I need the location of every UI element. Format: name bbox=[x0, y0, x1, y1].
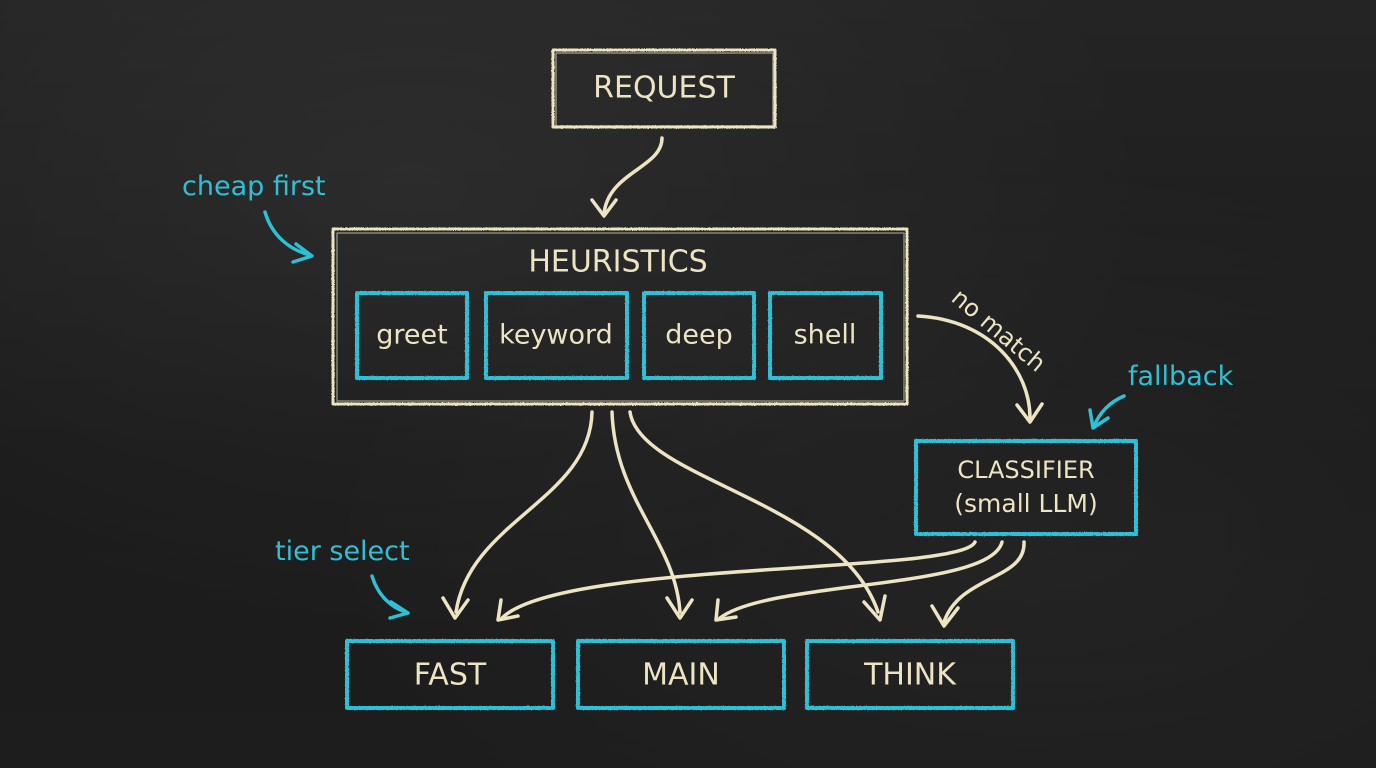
arrow-request-to-heuristics bbox=[590, 136, 664, 218]
request-node: REQUEST bbox=[551, 48, 777, 129]
tier-fast: FAST bbox=[345, 639, 555, 710]
rule-keyword-label: keyword bbox=[499, 320, 613, 351]
tier-think-label: THINK bbox=[863, 658, 957, 693]
tier-select-label: tier select bbox=[275, 536, 410, 567]
annotation-fallback: fallback bbox=[1088, 361, 1234, 430]
rule-greet: greet bbox=[355, 291, 469, 380]
cheap-first-label: cheap first bbox=[182, 171, 326, 202]
rule-greet-label: greet bbox=[376, 320, 447, 351]
rule-shell: shell bbox=[768, 291, 883, 380]
arrows-heuristics-to-tiers bbox=[441, 410, 887, 622]
rule-keyword: keyword bbox=[484, 291, 629, 380]
annotation-tier-select: tier select bbox=[275, 536, 410, 620]
request-label: REQUEST bbox=[593, 71, 735, 106]
tier-main-label: MAIN bbox=[642, 658, 720, 693]
tier-main: MAIN bbox=[576, 639, 786, 710]
heuristics-label: HEURISTICS bbox=[528, 245, 707, 280]
tier-think: THINK bbox=[805, 639, 1015, 710]
no-match-label: no match bbox=[946, 283, 1051, 377]
classifier-node: CLASSIFIER (small LLM) bbox=[914, 439, 1138, 536]
tier-fast-label: FAST bbox=[414, 658, 487, 693]
rule-deep-label: deep bbox=[665, 320, 733, 351]
classifier-label-line1: CLASSIFIER bbox=[957, 456, 1094, 484]
arrows-classifier-to-tiers bbox=[496, 540, 1026, 628]
fallback-label: fallback bbox=[1128, 361, 1234, 392]
rule-shell-label: shell bbox=[794, 320, 857, 351]
heuristics-node: HEURISTICS greet keyword deep shell bbox=[331, 227, 909, 406]
arrow-heuristics-to-classifier bbox=[916, 314, 1044, 424]
annotation-cheap-first: cheap first bbox=[182, 171, 326, 264]
rule-deep: deep bbox=[642, 291, 756, 380]
classifier-label-line2: (small LLM) bbox=[954, 489, 1097, 518]
